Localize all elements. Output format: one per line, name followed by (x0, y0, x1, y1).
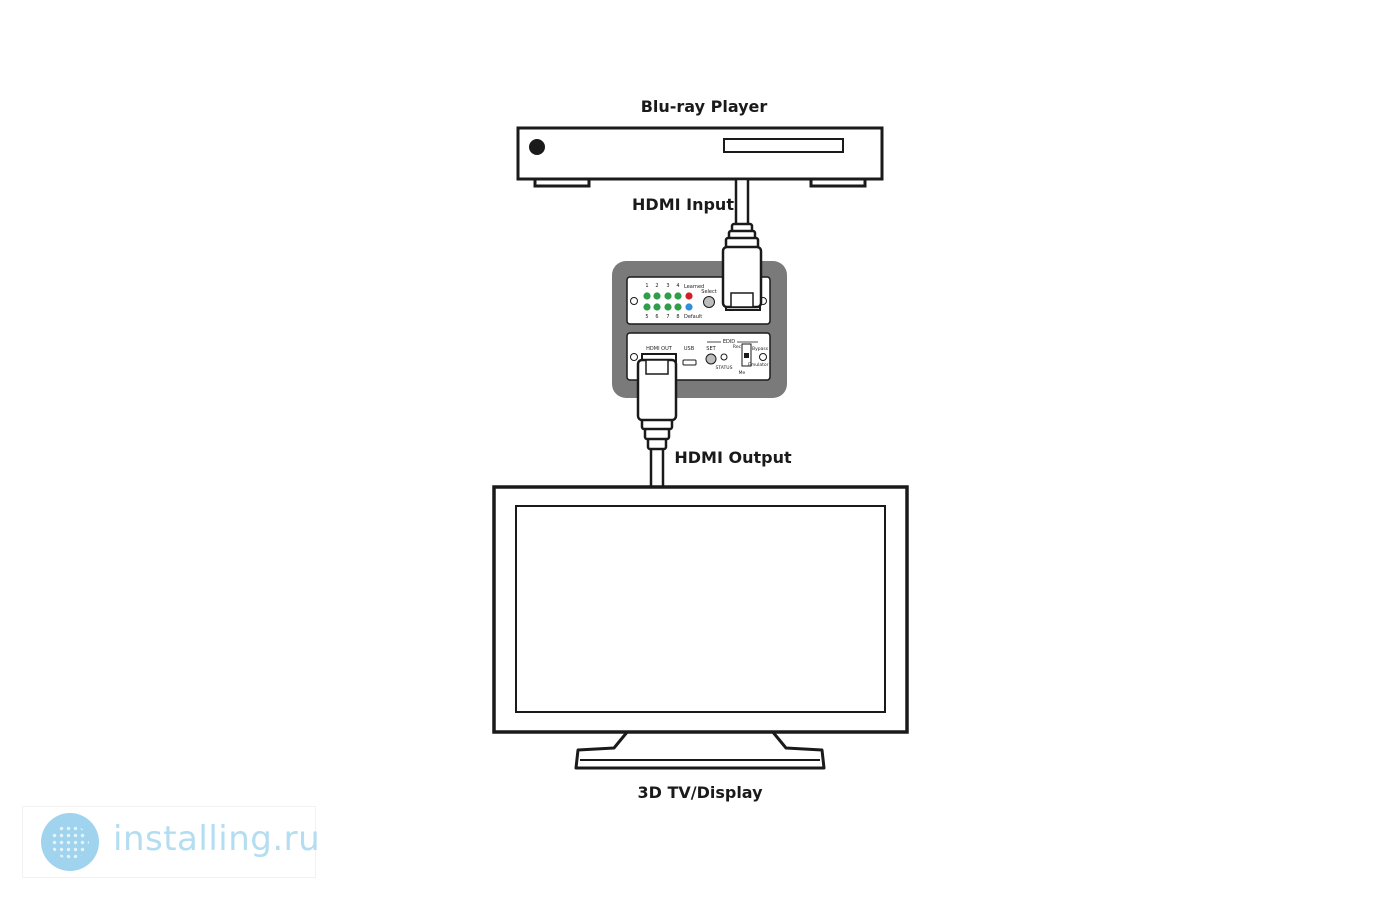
led-number: 7 (666, 314, 669, 320)
tv-stand (574, 729, 826, 770)
watermark-text: installing.ru (113, 819, 321, 859)
me-label: Me (739, 370, 746, 376)
select-label: Select (701, 289, 716, 295)
status-label: STATUS (716, 365, 733, 371)
led-indicator (653, 303, 661, 311)
learned-label: Learned (684, 284, 704, 290)
led-number: 1 (645, 283, 648, 289)
emulator-label: Emulator (748, 362, 769, 368)
led-indicator (664, 292, 672, 300)
usb-label: USB (684, 346, 695, 352)
source-label: Blu-ray Player (641, 97, 768, 116)
led-indicator (643, 292, 651, 300)
set-button (705, 353, 717, 365)
power-button-icon (529, 139, 545, 155)
led-indicator (674, 303, 682, 311)
led-indicator (653, 292, 661, 300)
disc-tray-icon (723, 138, 844, 153)
tv-screen (515, 505, 886, 713)
blu-ray-player (516, 126, 884, 188)
usb-port (682, 359, 697, 366)
led-number: 3 (666, 283, 669, 289)
output-label: HDMI Output (674, 448, 792, 467)
watermark-logo-icon (41, 813, 99, 871)
tv-display (492, 485, 909, 770)
learned-led (685, 292, 693, 300)
hdmi-output-cable (636, 358, 678, 490)
hdmi-input-cable (724, 177, 760, 250)
set-label: SET (706, 346, 716, 352)
led-number: 6 (655, 314, 658, 320)
screw-icon (630, 297, 638, 305)
status-led (720, 353, 728, 361)
led-indicator (674, 292, 682, 300)
default-label: Default (684, 314, 702, 320)
led-number: 4 (676, 283, 679, 289)
display-label: 3D TV/Display (637, 783, 763, 802)
screw-icon (630, 353, 638, 361)
screw-icon (759, 353, 767, 361)
bypass-label: Bypass (752, 346, 769, 352)
hdmi-out-label: HDMI OUT (646, 346, 673, 352)
led-number: 5 (645, 314, 648, 320)
select-button (703, 296, 715, 308)
rec-label: Rec (733, 344, 742, 350)
input-label: HDMI Input (632, 195, 734, 214)
led-number: 8 (676, 314, 679, 320)
led-indicator (643, 303, 651, 311)
watermark: installing.ru (22, 806, 320, 878)
default-led (685, 303, 693, 311)
led-indicator (664, 303, 672, 311)
led-number: 2 (655, 283, 658, 289)
edid-label: EDID (723, 339, 735, 345)
